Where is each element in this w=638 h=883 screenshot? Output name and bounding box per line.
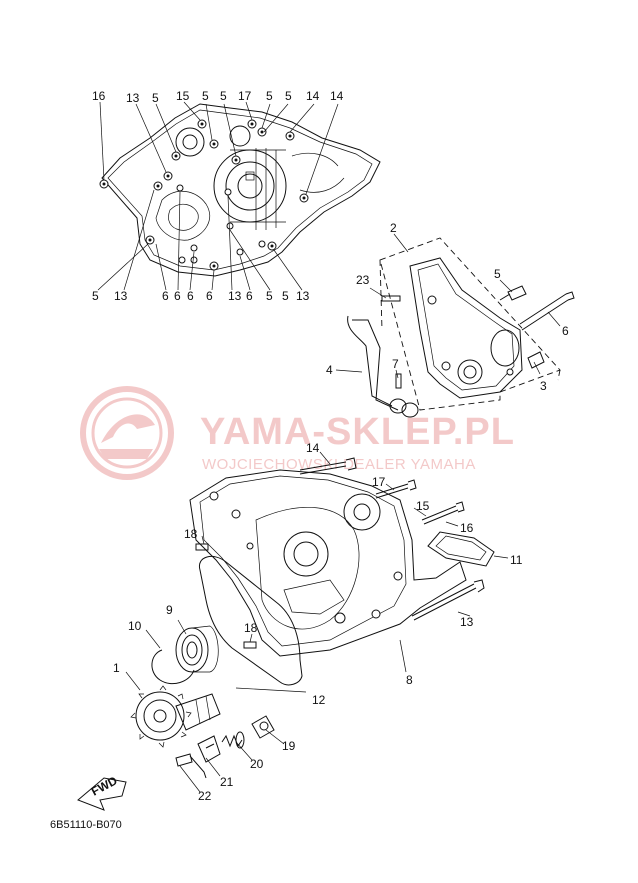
callout-top-7: 5 bbox=[266, 89, 273, 103]
callout-top-3: 15 bbox=[176, 89, 190, 103]
crankcase-bolt-layout: 16 13 5 15 5 5 17 5 5 14 14 5 13 6 6 6 6… bbox=[92, 89, 381, 303]
watermark-logo bbox=[80, 386, 174, 480]
fwd-arrow: FWD bbox=[77, 773, 127, 811]
callouts-pump: 2 23 5 6 4 7 3 bbox=[326, 221, 569, 393]
callout-cover-7: 9 bbox=[166, 603, 173, 617]
bolts-right bbox=[299, 457, 485, 621]
callout-top-6: 17 bbox=[238, 89, 252, 103]
callout-topb-9: 5 bbox=[282, 289, 289, 303]
callout-top-10: 14 bbox=[330, 89, 344, 103]
watermark-subtitle: WOJCIECHOWSKI DEALER YAMAHA bbox=[202, 456, 476, 473]
callout-cover-12: 12 bbox=[312, 693, 326, 707]
callout-cover-4: 18 bbox=[184, 527, 198, 541]
callout-top-2: 5 bbox=[152, 91, 159, 105]
callout-top-8: 5 bbox=[285, 89, 292, 103]
callout-cover-2: 15 bbox=[416, 499, 430, 513]
callout-topb-5: 6 bbox=[206, 289, 213, 303]
leader-lines-pump bbox=[335, 233, 561, 379]
callout-cover-13: 19 bbox=[282, 739, 296, 753]
callout-cover-8: 10 bbox=[128, 619, 142, 633]
callout-cover-1: 17 bbox=[372, 475, 386, 489]
callout-topb-8: 5 bbox=[266, 289, 273, 303]
callout-topb-7: 6 bbox=[246, 289, 253, 303]
callout-topb-10: 13 bbox=[296, 289, 310, 303]
watermark-title: YAMA-SKLEP.PL bbox=[200, 411, 515, 453]
crankcase-half: 14 17 15 16 18 11 13 9 10 18 8 1 12 19 2… bbox=[113, 441, 523, 803]
callout-pump-6: 3 bbox=[540, 379, 547, 393]
callout-topb-4: 6 bbox=[187, 289, 194, 303]
callout-cover-10: 8 bbox=[406, 673, 413, 687]
callout-cover-9: 18 bbox=[244, 621, 258, 635]
drive-gear bbox=[130, 685, 192, 748]
callout-top-4: 5 bbox=[202, 89, 209, 103]
callout-pump-3: 6 bbox=[562, 324, 569, 338]
callout-cover-0: 14 bbox=[306, 441, 320, 455]
oil-pump-assembly: 2 23 5 6 4 7 3 bbox=[326, 221, 575, 418]
callout-pump-2: 5 bbox=[494, 267, 501, 281]
callout-topb-3: 6 bbox=[174, 289, 181, 303]
callout-topb-6: 13 bbox=[228, 289, 242, 303]
callouts-cover: 14 17 15 16 18 11 13 9 10 18 8 1 12 19 2… bbox=[113, 441, 523, 803]
leader-lines-top bbox=[97, 101, 339, 291]
callout-cover-5: 11 bbox=[510, 553, 523, 567]
callout-topb-2: 6 bbox=[162, 289, 169, 303]
watermark: YAMA-SKLEP.PL WOJCIECHOWSKI DEALER YAMAH… bbox=[80, 386, 515, 480]
callout-pump-0: 2 bbox=[390, 221, 397, 235]
callout-topb-1: 13 bbox=[114, 289, 128, 303]
callout-top-0: 16 bbox=[92, 89, 106, 103]
callout-cover-6: 13 bbox=[460, 615, 474, 629]
callout-cover-14: 20 bbox=[250, 757, 264, 771]
leader-lines-cover bbox=[125, 451, 509, 793]
callout-top-5: 5 bbox=[220, 89, 227, 103]
callout-cover-3: 16 bbox=[460, 521, 474, 535]
drive-gear-parts bbox=[130, 625, 275, 779]
callout-cover-11: 1 bbox=[113, 661, 120, 675]
callout-pump-5: 7 bbox=[392, 357, 399, 371]
callout-top-1: 13 bbox=[126, 91, 140, 105]
callout-top-9: 14 bbox=[306, 89, 320, 103]
drawing-code: 6B51110-B070 bbox=[50, 819, 122, 831]
callouts-top: 16 13 5 15 5 5 17 5 5 14 14 5 13 6 6 6 6… bbox=[92, 89, 344, 303]
callout-cover-16: 22 bbox=[198, 789, 212, 803]
fwd-label: FWD bbox=[89, 773, 120, 798]
callout-pump-4: 4 bbox=[326, 363, 333, 377]
callout-topb-0: 5 bbox=[92, 289, 99, 303]
callout-cover-15: 21 bbox=[220, 775, 234, 789]
callout-pump-1: 23 bbox=[356, 273, 370, 287]
